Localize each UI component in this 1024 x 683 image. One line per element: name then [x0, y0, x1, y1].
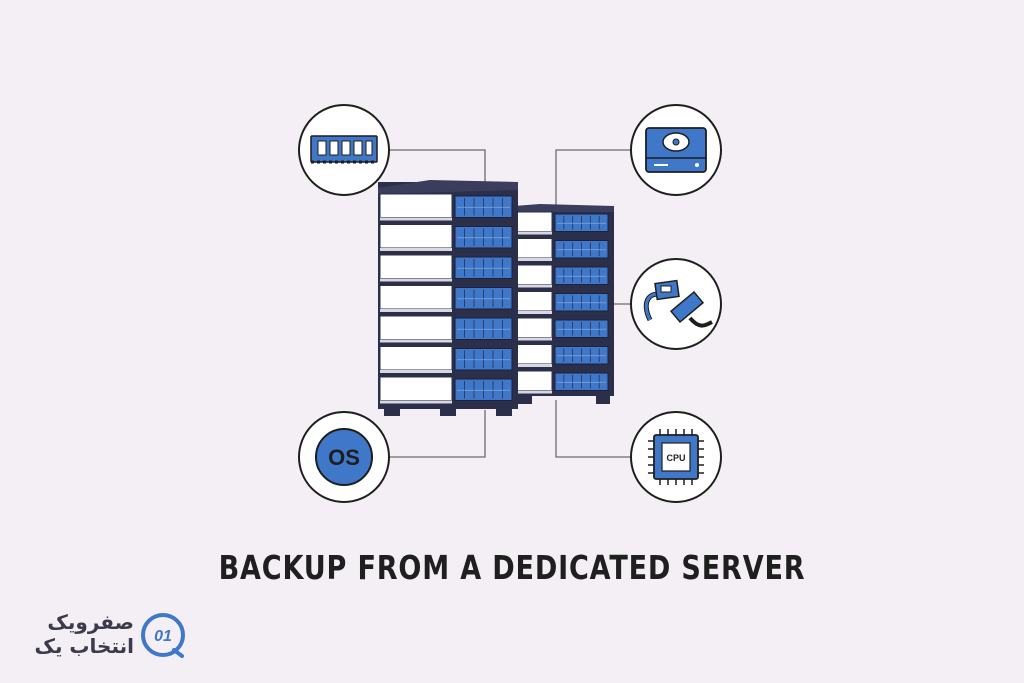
rack-unit	[379, 346, 513, 373]
os-icon	[315, 428, 373, 486]
rack-unit	[515, 211, 609, 235]
rack-unit	[379, 285, 513, 312]
rack-unit	[515, 238, 609, 261]
rack-unit	[515, 291, 609, 314]
cpu-label: CPU	[666, 453, 685, 463]
brand-logo: صفرویک انتخاب یک 01	[26, 608, 186, 664]
rack-unit	[515, 264, 609, 288]
page-title: BACKUP FROM A DEDICATED SERVER	[218, 548, 806, 587]
ram-node	[298, 104, 390, 196]
rack-unit	[515, 344, 609, 367]
rack-unit	[515, 317, 609, 341]
rack-unit	[379, 315, 513, 343]
rack-unit	[515, 370, 609, 394]
cpu-node: CPU	[630, 411, 722, 503]
rack-unit	[379, 193, 513, 221]
ethernet-cable-icon	[643, 279, 713, 328]
connector-lines	[388, 149, 632, 458]
rack-unit	[379, 224, 513, 251]
os-node: OS	[298, 411, 390, 503]
ram-icon	[310, 135, 378, 164]
rack-unit	[379, 376, 513, 404]
cpu-icon	[648, 429, 704, 485]
rack-unit	[379, 254, 513, 282]
server-rack-right	[514, 204, 614, 404]
hard-drive-icon	[645, 127, 707, 173]
os-label: OS	[328, 445, 360, 470]
svg-text:01: 01	[154, 628, 172, 645]
logo-line-1: صفرویک	[47, 610, 134, 634]
network-node	[630, 258, 722, 350]
server-rack-left	[378, 180, 518, 416]
hard-drive-node	[630, 104, 722, 196]
logo-line-2: انتخاب یک	[34, 634, 134, 658]
logo-mark-icon: 01	[141, 613, 185, 658]
